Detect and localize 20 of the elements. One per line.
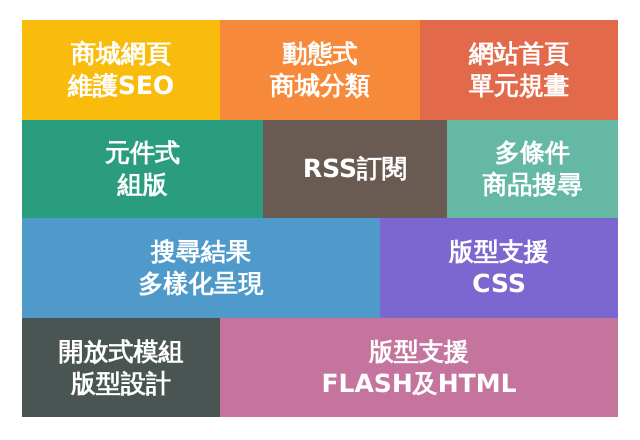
color-tile [263, 120, 447, 218]
tile-label: 動態式商城分類 [270, 38, 370, 102]
tile-label: RSS訂閱 [302, 153, 408, 185]
color-tile [22, 318, 220, 417]
color-tile [22, 120, 263, 218]
color-tile [420, 20, 618, 120]
color-tile [380, 218, 618, 318]
color-tile [220, 318, 618, 417]
color-tile [220, 20, 420, 120]
tile-label: 商城網頁維護SEO [68, 38, 174, 102]
tile-label: 元件式組版 [105, 137, 180, 201]
tile-label: 版型支援FLASH及HTML [321, 336, 517, 400]
tile-label: 版型支援CSS [449, 236, 549, 300]
tile-label: 搜尋結果多樣化呈現 [138, 236, 264, 300]
tile-label: 多條件商品搜尋 [482, 137, 582, 201]
color-tile [22, 20, 220, 120]
color-tile [22, 218, 380, 318]
color-tile [447, 120, 618, 218]
tile-label: 開放式模組版型設計 [58, 336, 184, 400]
tile-label: 網站首頁單元規畫 [469, 38, 569, 102]
